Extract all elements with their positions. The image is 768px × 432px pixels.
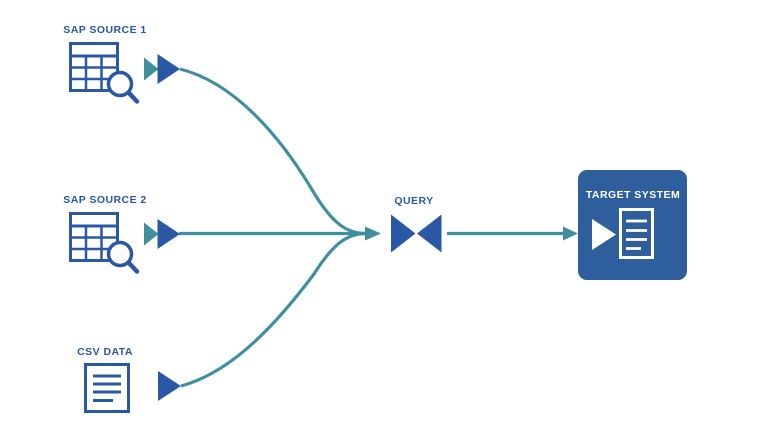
sap-source-2-out-arrow-icon (144, 219, 180, 249)
arrowhead-into-target (563, 226, 578, 241)
sap-source-2-label: SAP SOURCE 2 (63, 194, 147, 206)
query-label: QUERY (394, 195, 434, 207)
target-document-icon (619, 208, 654, 259)
connector-source1-to-query (179, 67, 367, 236)
target-system-label: TARGET SYSTEM (585, 189, 681, 201)
node-csv-data-icon[interactable] (84, 363, 130, 413)
csv-data-label: CSV DATA (77, 346, 133, 358)
node-query-icon[interactable] (391, 214, 442, 253)
node-sap-source-2-icon[interactable] (71, 214, 138, 272)
node-sap-source-1-icon[interactable] (71, 44, 138, 102)
connector-query-to-target (447, 226, 578, 241)
connector-csv-to-query (180, 231, 367, 388)
csv-out-arrow-icon (158, 371, 181, 401)
node-target-system[interactable] (578, 170, 687, 280)
sap-source-1-out-arrow-icon (144, 54, 180, 84)
play-icon (592, 219, 616, 250)
sap-source-1-label: SAP SOURCE 1 (63, 24, 147, 36)
arrowhead-into-query (365, 226, 381, 241)
